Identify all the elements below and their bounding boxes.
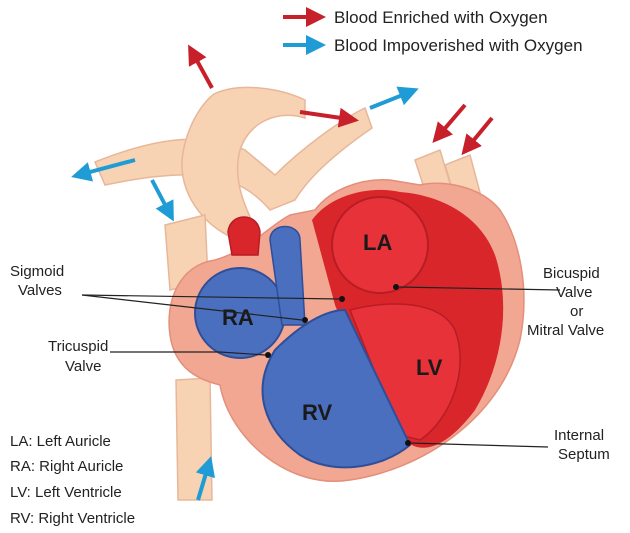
aortic-root (228, 217, 260, 255)
bicuspid-label-line3: or (570, 303, 583, 320)
septum-label-line1: Internal (554, 427, 604, 444)
red-arrow-pulmonary-vein-2 (464, 118, 492, 152)
bicuspid-label-line2: Valve (556, 284, 592, 301)
legend: Blood Enriched with Oxygen Blood Impover… (283, 8, 583, 55)
tricuspid-valve-dot (265, 352, 271, 358)
label-lv: LV (416, 355, 443, 380)
key-rv: RV: Right Ventricle (10, 510, 135, 527)
label-la: LA (363, 230, 392, 255)
bicuspid-label-line4: Mitral Valve (527, 322, 604, 339)
abbreviation-key: LA: Left Auricle RA: Right Auricle LV: L… (10, 433, 135, 527)
sigmoid-label-line1: Sigmoid (10, 263, 64, 280)
sigmoid-valve-dot-1 (302, 317, 308, 323)
key-lv: LV: Left Ventricle (10, 484, 122, 501)
inferior-vena-cava (176, 378, 212, 500)
tricuspid-label-line1: Tricuspid (48, 338, 108, 355)
label-ra: RA (222, 305, 254, 330)
legend-oxygen-rich: Blood Enriched with Oxygen (334, 8, 548, 27)
sigmoid-label-line2: Valves (18, 282, 62, 299)
tricuspid-label-line2: Valve (65, 358, 101, 375)
bicuspid-label-line1: Bicuspid (543, 265, 600, 282)
label-rv: RV (302, 400, 332, 425)
red-arrow-aorta-up (190, 48, 212, 88)
key-ra: RA: Right Auricle (10, 458, 123, 475)
red-arrow-aorta-right (300, 112, 355, 120)
septum-label-line2: Septum (558, 446, 610, 463)
red-arrow-pulmonary-vein-1 (435, 105, 465, 140)
legend-oxygen-poor: Blood Impoverished with Oxygen (334, 36, 583, 55)
blue-arrow-right-lung (370, 90, 415, 108)
key-la: LA: Left Auricle (10, 433, 111, 450)
blue-arrow-svc (152, 180, 172, 218)
